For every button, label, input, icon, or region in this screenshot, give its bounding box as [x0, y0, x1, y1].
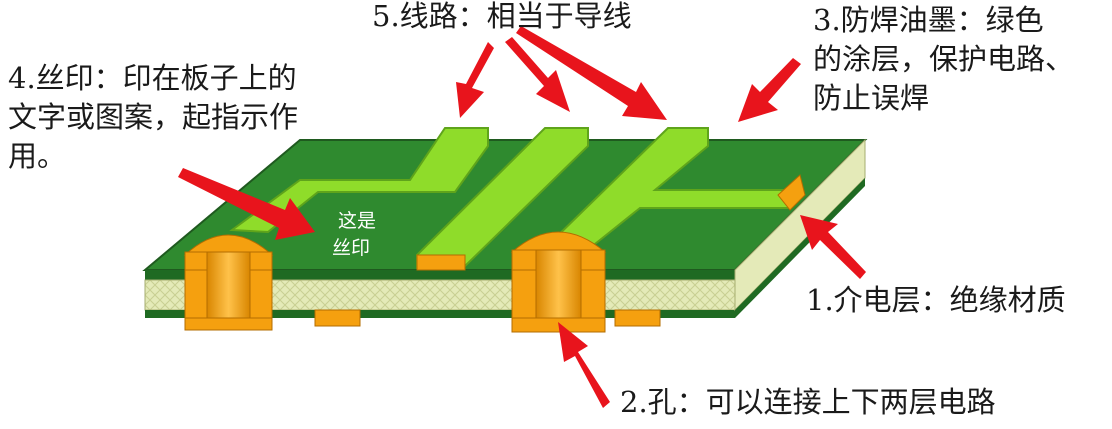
label-solder-mask-line1: 3.防焊油墨：绿色	[813, 3, 1044, 37]
label-dielectric: 1.介电层：绝缘材质	[806, 283, 1066, 317]
label-trace: 5.线路：相当于导线	[372, 0, 632, 33]
arrows	[178, 26, 866, 408]
silkscreen-text-line1: 这是	[338, 210, 377, 232]
arrow-trace-2	[505, 37, 570, 112]
arrow-hole	[558, 322, 610, 408]
label-hole: 2.孔：可以连接上下两层电路	[620, 385, 996, 419]
board-front-mask	[145, 270, 735, 280]
copper-pad-bottom-right	[614, 309, 661, 327]
label-silkscreen-line1: 4.丝印：印在板子上的	[8, 61, 297, 95]
silkscreen-text-line2: 丝印	[332, 237, 371, 259]
traces	[229, 127, 791, 269]
copper-pad-bottom-left	[314, 309, 361, 327]
label-solder-mask-line3: 防止误焊	[813, 81, 930, 115]
trace-right	[542, 127, 791, 254]
board-front-bottom-mask	[145, 310, 735, 318]
arrow-solder-mask	[738, 58, 801, 122]
copper-pad-side	[777, 174, 806, 211]
copper-pad-top-middle	[416, 254, 466, 271]
arrow-trace-3	[516, 26, 667, 120]
arrow-dielectric	[800, 215, 866, 279]
arrow-silkscreen	[178, 168, 315, 240]
via-hole-right	[510, 231, 607, 333]
via-hole-left	[183, 234, 274, 331]
label-solder-mask-line2: 的涂层，保护电路、	[813, 42, 1075, 76]
label-silkscreen-line3: 用。	[8, 139, 67, 173]
label-silkscreen-line2: 文字或图案，起指示作	[8, 100, 299, 134]
arrow-trace-1	[456, 42, 494, 118]
board-right-bottom-mask	[735, 178, 865, 318]
